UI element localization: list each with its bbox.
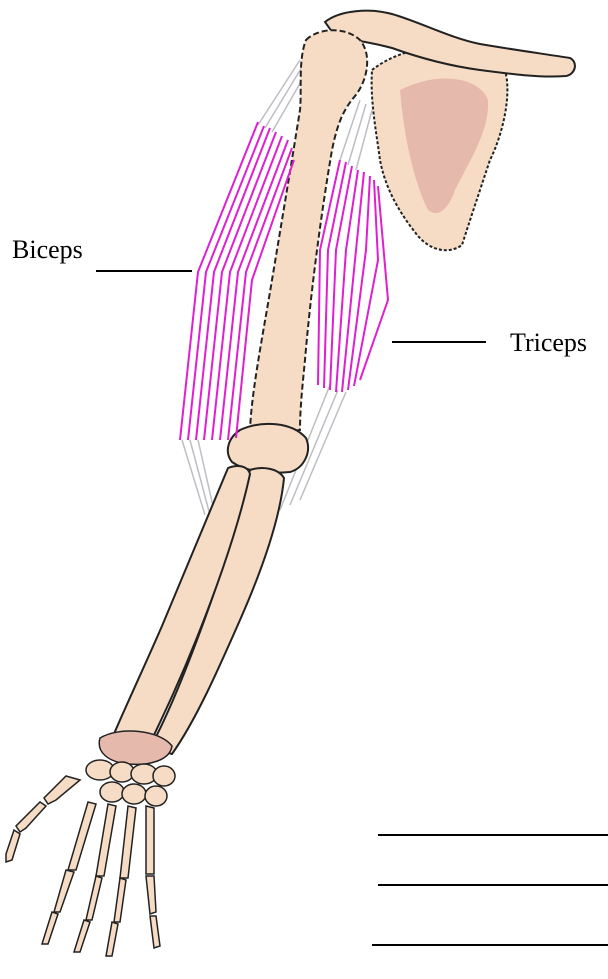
answer-lines bbox=[372, 835, 608, 945]
carpals bbox=[86, 760, 175, 806]
biceps-label: Biceps bbox=[12, 236, 83, 264]
scapula bbox=[372, 47, 508, 250]
triceps-label: Triceps bbox=[510, 329, 587, 357]
triceps-muscle bbox=[318, 160, 388, 392]
